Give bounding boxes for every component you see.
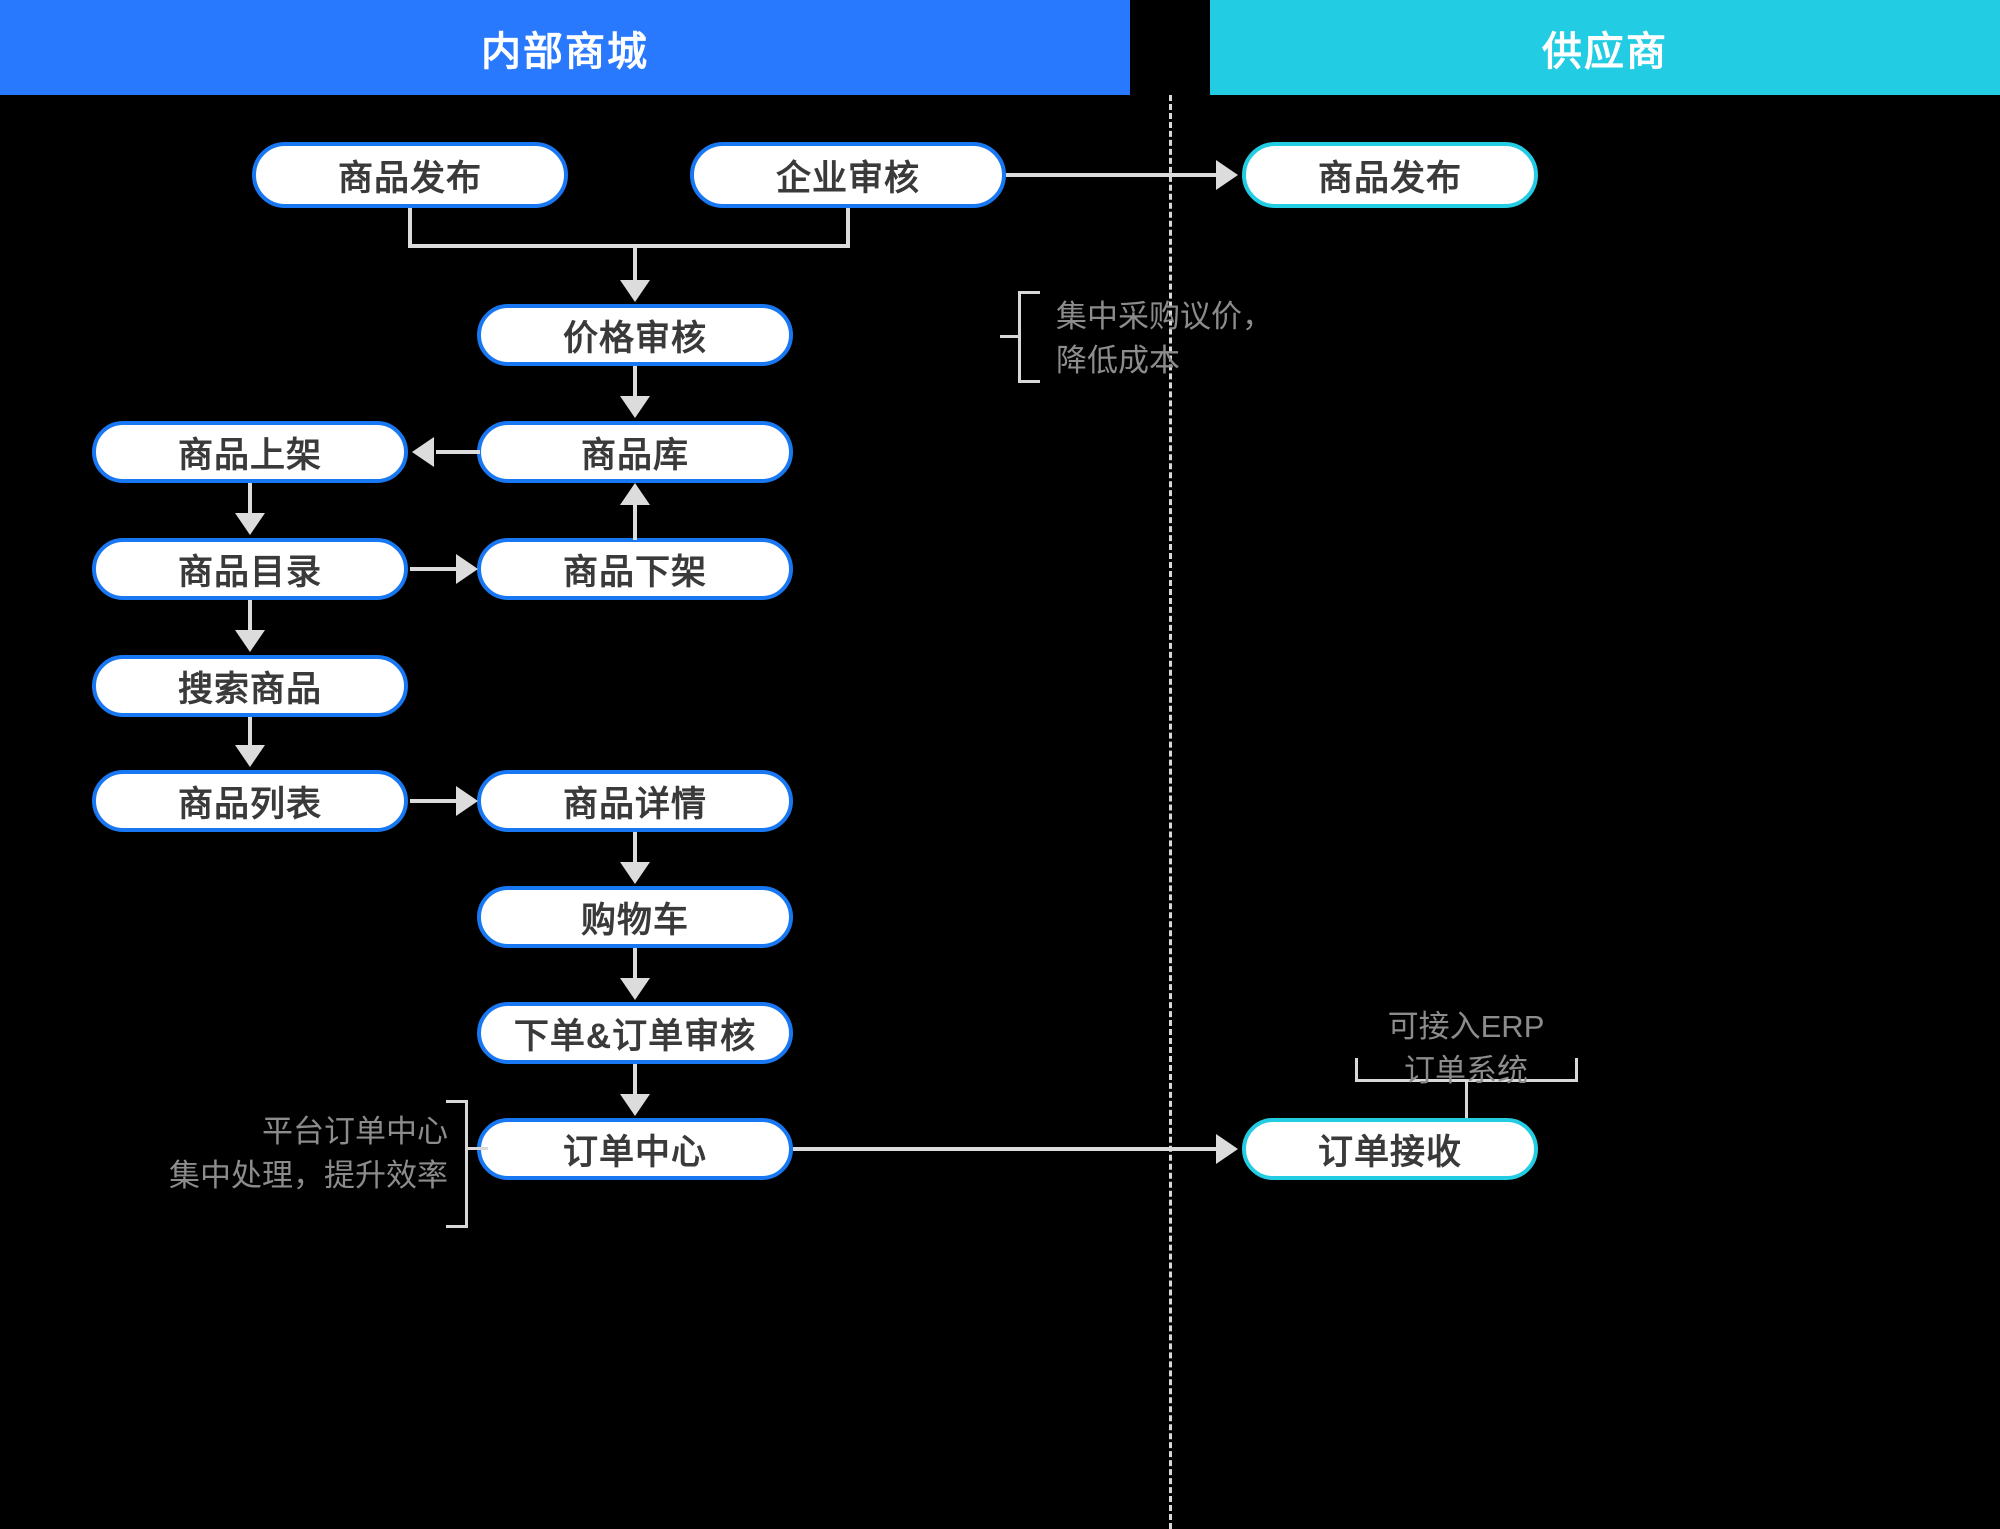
- arrowhead-order-center: [620, 1094, 650, 1116]
- edge-publish-to-junction-h: [408, 244, 637, 248]
- edge-enterprise-to-junction-v: [846, 208, 850, 248]
- edge-junction-to-price-review: [633, 244, 637, 284]
- edge-search-to-list: [248, 717, 252, 747]
- arrowhead-product-off-shelf: [456, 554, 478, 584]
- annotation-bracket-price: [1018, 291, 1040, 383]
- edge-library-to-onshelf: [436, 450, 480, 454]
- node-product-list[interactable]: 商品列表: [92, 770, 408, 832]
- annotation-bracket-order-receive: [1355, 1058, 1578, 1082]
- edge-publish-to-junction-v: [408, 208, 412, 248]
- node-product-publish-supplier[interactable]: 商品发布: [1242, 142, 1538, 208]
- node-label: 下单&订单审核: [513, 1016, 757, 1056]
- node-shopping-cart[interactable]: 购物车: [477, 886, 793, 948]
- node-product-on-shelf[interactable]: 商品上架: [92, 421, 408, 483]
- edge-detail-to-cart: [633, 832, 637, 864]
- arrowhead-order-receive: [1216, 1134, 1238, 1164]
- lane-divider: [1169, 95, 1172, 1529]
- arrowhead-search-product: [235, 630, 265, 652]
- node-place-order-review[interactable]: 下单&订单审核: [477, 1002, 793, 1064]
- node-label: 商品库: [580, 435, 689, 475]
- node-label: 企业审核: [775, 158, 920, 198]
- node-label: 商品下架: [562, 552, 707, 592]
- node-order-receive[interactable]: 订单接收: [1242, 1118, 1538, 1180]
- node-label: 商品目录: [177, 552, 322, 592]
- node-order-center[interactable]: 订单中心: [477, 1118, 793, 1180]
- node-label: 购物车: [580, 900, 689, 940]
- node-label: 搜索商品: [177, 669, 322, 709]
- edge-center-to-receive: [793, 1147, 1220, 1151]
- edge-onshelf-to-catalog: [248, 483, 252, 515]
- edge-price-to-library: [633, 366, 637, 398]
- edge-enterprise-to-junction-h: [633, 244, 850, 248]
- node-product-off-shelf[interactable]: 商品下架: [477, 538, 793, 600]
- annotation-bracket-order-center: [446, 1100, 468, 1228]
- node-price-review[interactable]: 价格审核: [477, 304, 793, 366]
- annotation-stub-price: [1000, 335, 1020, 338]
- node-label: 商品列表: [177, 784, 322, 824]
- annotation-order-receive: 可接入ERP 订单系统: [1387, 1009, 1545, 1089]
- node-label: 价格审核: [562, 318, 707, 358]
- annotation-stub-order-receive: [1465, 1082, 1468, 1118]
- arrowhead-product-library-bottom: [620, 483, 650, 505]
- edge-cart-to-order: [633, 948, 637, 980]
- edge-list-to-detail: [410, 799, 458, 803]
- lane-header-internal: 内部商城: [0, 0, 1130, 95]
- node-label: 商品详情: [562, 784, 707, 824]
- node-product-detail[interactable]: 商品详情: [477, 770, 793, 832]
- node-label: 订单中心: [562, 1132, 707, 1172]
- annotation-order-center: 平台订单中心 集中处理，提升效率: [169, 1114, 448, 1194]
- arrowhead-shopping-cart: [620, 862, 650, 884]
- arrowhead-product-detail: [456, 786, 478, 816]
- edge-catalog-to-search: [248, 600, 252, 632]
- arrowhead-product-list: [235, 745, 265, 767]
- lane-header-internal-label: 内部商城: [481, 29, 649, 74]
- arrowhead-product-library-top: [620, 396, 650, 418]
- lane-header-supplier-label: 供应商: [1542, 29, 1668, 74]
- arrowhead-price-review: [620, 280, 650, 302]
- node-label: 订单接收: [1317, 1132, 1462, 1172]
- annotation-stub-order-center: [468, 1147, 488, 1150]
- node-product-publish-internal[interactable]: 商品发布: [252, 142, 568, 208]
- edge-offshelf-to-library: [633, 505, 637, 540]
- edge-catalog-to-offshelf: [410, 567, 458, 571]
- edge-enterprise-to-supplier-publish: [1006, 173, 1220, 177]
- node-product-catalog[interactable]: 商品目录: [92, 538, 408, 600]
- lane-header-supplier: 供应商: [1210, 0, 2000, 95]
- edge-order-to-center: [633, 1064, 637, 1096]
- node-search-product[interactable]: 搜索商品: [92, 655, 408, 717]
- node-label: 商品发布: [337, 158, 482, 198]
- node-label: 商品上架: [177, 435, 322, 475]
- arrowhead-supplier-publish: [1216, 160, 1238, 190]
- arrowhead-product-on-shelf: [412, 437, 434, 467]
- arrowhead-place-order: [620, 978, 650, 1000]
- arrowhead-product-catalog: [235, 513, 265, 535]
- node-label: 商品发布: [1317, 158, 1462, 198]
- node-enterprise-review[interactable]: 企业审核: [690, 142, 1006, 208]
- node-product-library[interactable]: 商品库: [477, 421, 793, 483]
- annotation-price-review: 集中采购议价， 降低成本: [1056, 299, 1273, 379]
